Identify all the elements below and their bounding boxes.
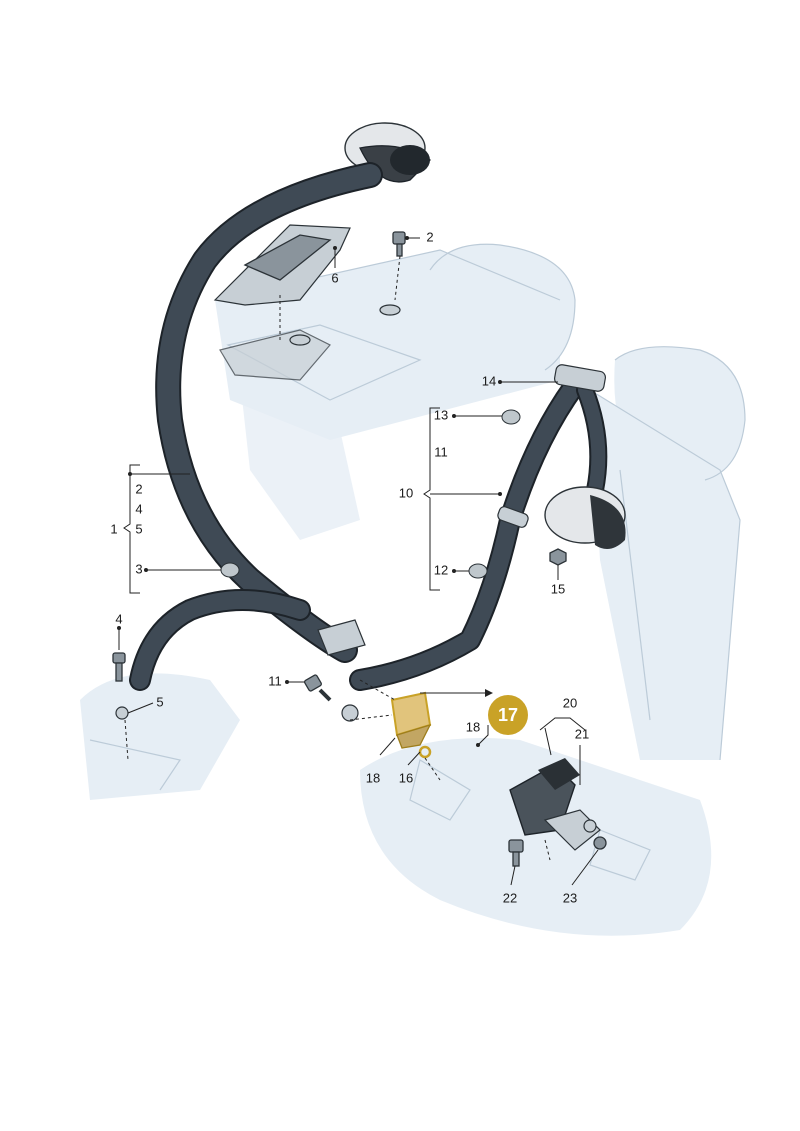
label-2: 2 xyxy=(426,229,433,244)
label-20: 20 xyxy=(563,695,577,710)
label-13: 13 xyxy=(434,407,448,422)
leader-lines xyxy=(117,236,599,886)
label-14: 14 xyxy=(482,373,496,388)
label-1: 1 xyxy=(110,521,117,536)
label-5-group: 5 xyxy=(135,521,142,536)
label-17: 17 xyxy=(498,705,518,725)
label-21: 21 xyxy=(575,726,589,741)
part-number-labels: 2 6 14 13 11 10 12 15 2 4 5 1 3 4 5 11 1… xyxy=(110,229,589,905)
label-4: 4 xyxy=(115,611,122,626)
small-fasteners xyxy=(112,231,607,867)
label-3: 3 xyxy=(135,561,142,576)
label-11-right: 11 xyxy=(434,444,448,459)
label-22: 22 xyxy=(503,890,517,905)
double-buckle-assembly xyxy=(509,758,601,851)
label-23: 23 xyxy=(563,890,577,905)
label-11: 11 xyxy=(268,673,282,688)
label-15: 15 xyxy=(551,581,565,596)
vehicle-body-background xyxy=(80,243,746,936)
label-4-group: 4 xyxy=(135,501,142,516)
left-seat-belt-strap xyxy=(129,162,383,691)
label-2-group: 2 xyxy=(135,481,142,496)
label-6: 6 xyxy=(331,270,338,285)
label-18: 18 xyxy=(366,770,380,785)
highlight-badge-17: 17 xyxy=(488,695,528,735)
label-12: 12 xyxy=(434,562,448,577)
label-16: 16 xyxy=(399,770,413,785)
label-5: 5 xyxy=(156,694,163,709)
label-18-right: 18 xyxy=(466,719,480,734)
highlighted-buckle-17 xyxy=(390,691,432,759)
lower-retractor xyxy=(544,486,626,549)
right-seat-belt-strap xyxy=(341,364,608,722)
label-10: 10 xyxy=(399,485,413,500)
upper-mount-bracket xyxy=(213,224,401,381)
